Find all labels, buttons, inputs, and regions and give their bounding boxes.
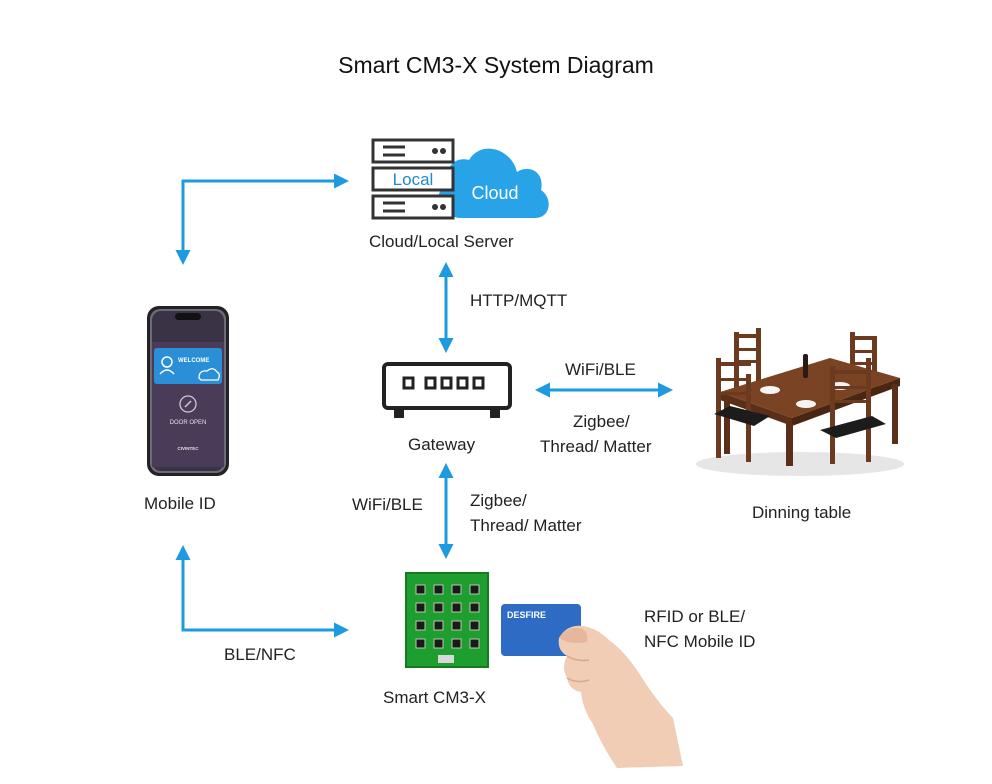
link-label-wifi-ble-table: WiFi/BLE bbox=[565, 360, 636, 379]
cloud-icon: Cloud bbox=[438, 148, 549, 218]
card-label-line2: NFC Mobile ID bbox=[644, 632, 756, 651]
phone-door-text: DOOR OPEN bbox=[170, 420, 207, 426]
mobile-phone-icon: WELCOME DOOR OPEN CIVINTEC bbox=[147, 306, 229, 476]
gateway-icon bbox=[382, 362, 512, 418]
device-label: Smart CM3-X bbox=[383, 688, 486, 707]
local-text: Local bbox=[393, 170, 434, 189]
pcb-device-image bbox=[405, 572, 489, 668]
phone-brand-text: CIVINTEC bbox=[177, 446, 199, 451]
arrow-mobile-server bbox=[175, 173, 349, 265]
mobile-label: Mobile ID bbox=[144, 494, 216, 513]
link-label-wifi-ble-device: WiFi/BLE bbox=[352, 495, 423, 514]
gateway-label: Gateway bbox=[408, 435, 476, 454]
link-label-http-mqtt: HTTP/MQTT bbox=[470, 291, 568, 310]
link-label-thread-matter-device: Thread/ Matter bbox=[470, 516, 582, 535]
card-in-hand-image: DESFIRE bbox=[501, 604, 683, 768]
phone-welcome-text: WELCOME bbox=[178, 358, 209, 364]
link-label-zigbee-device: Zigbee/ bbox=[470, 491, 527, 510]
server-cloud-icon: Cloud Local bbox=[371, 138, 549, 220]
link-label-zigbee-table: Zigbee/ bbox=[573, 412, 630, 431]
card-label-line1: RFID or BLE/ bbox=[644, 607, 746, 626]
arrow-mobile-device bbox=[175, 545, 349, 638]
link-label-ble-nfc: BLE/NFC bbox=[224, 645, 296, 664]
dining-table-image bbox=[696, 328, 904, 476]
cloud-text: Cloud bbox=[471, 183, 518, 203]
diagram-title: Smart CM3-X System Diagram bbox=[338, 52, 654, 78]
card-brand-text: DESFIRE bbox=[507, 610, 546, 620]
server-label: Cloud/Local Server bbox=[369, 232, 514, 251]
link-label-thread-matter-table: Thread/ Matter bbox=[540, 437, 652, 456]
table-label: Dinning table bbox=[752, 503, 852, 522]
